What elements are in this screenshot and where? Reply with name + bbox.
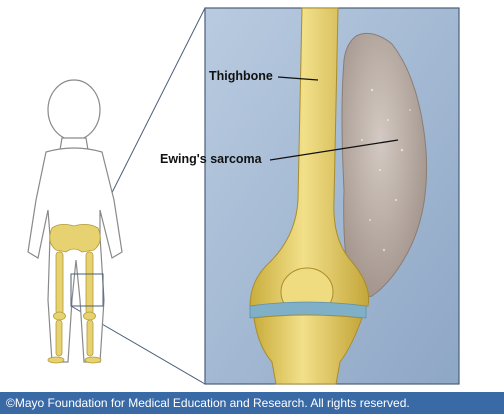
- child-outline: [28, 80, 122, 362]
- thighbone-label: Thighbone: [209, 69, 273, 83]
- copyright-text: ©Mayo Foundation for Medical Education a…: [6, 396, 410, 410]
- anatomy-figure: Thighbone Ewing's sarcoma: [0, 0, 504, 392]
- ewings-sarcoma-label: Ewing's sarcoma: [160, 152, 262, 166]
- copyright-bar: ©Mayo Foundation for Medical Education a…: [0, 392, 504, 414]
- child-skeleton: [48, 224, 101, 363]
- illustration: [0, 0, 504, 392]
